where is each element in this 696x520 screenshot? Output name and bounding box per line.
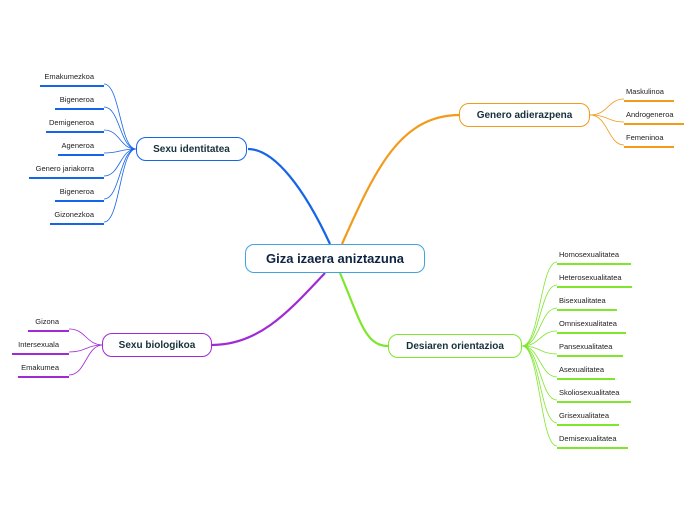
subtopic-heterosexualitatea[interactable]: Heterosexualitatea — [557, 273, 632, 288]
twig-homosexualitatea — [521, 261, 558, 347]
twig-omnisexualitatea — [521, 330, 558, 347]
subtopic-androgeneroa[interactable]: Androgeneroa — [624, 110, 684, 125]
twig-bisexualitatea — [521, 307, 558, 347]
connectors-sexu-biologikoa — [68, 272, 326, 376]
topic-label: Sexu biologikoa — [118, 339, 196, 351]
trunk-sexu-identitatea — [247, 147, 331, 245]
topic-label: Sexu identitatea — [153, 143, 230, 155]
twig-grisexualitatea — [521, 345, 558, 424]
connectors-desiaren-orientazioa — [338, 261, 558, 447]
central-topic-label: Giza izaera aniztazuna — [266, 251, 404, 266]
twig-demisexualitatea — [521, 345, 558, 447]
topic-sexu-identitatea[interactable]: Sexu identitatea — [136, 137, 247, 161]
subtopic-demigeneroa[interactable]: Demigeneroa — [46, 118, 104, 133]
central-topic[interactable]: Giza izaera aniztazuna — [245, 244, 425, 273]
twig-maskulinoa — [589, 98, 625, 116]
subtopic-skoliosexualitatea[interactable]: Skoliosexualitatea — [557, 388, 631, 403]
twig-skoliosexualitatea — [521, 345, 558, 401]
twig-demigeneroa — [103, 129, 137, 150]
subtopic-bigeneroa[interactable]: Bigeneroa — [55, 187, 104, 202]
subtopic-gizona[interactable]: Gizona — [28, 317, 69, 332]
topic-label: Genero adierazpena — [476, 109, 573, 121]
subtopic-homosexualitatea[interactable]: Homosexualitatea — [557, 250, 631, 265]
trunk-desiaren-orientazioa — [338, 272, 389, 348]
subtopic-genero-jariakorra[interactable]: Genero jariakorra — [29, 164, 104, 179]
subtopic-asexualitatea[interactable]: Asexualitatea — [557, 365, 615, 380]
topic-label: Desiaren orientazioa — [406, 340, 504, 352]
trunk-genero-adierazpena — [340, 113, 461, 245]
twig-femeninoa — [589, 114, 625, 146]
connectors-genero-adierazpena — [340, 98, 625, 245]
twig-bigeneroa-2 — [103, 148, 137, 200]
twig-gizonezkoa — [103, 148, 137, 223]
twig-gizona — [68, 328, 104, 346]
trunk-sexu-biologikoa — [211, 272, 326, 347]
topic-genero-adierazpena[interactable]: Genero adierazpena — [459, 103, 590, 127]
subtopic-grisexualitatea[interactable]: Grisexualitatea — [557, 411, 619, 426]
topic-desiaren-orientazioa[interactable]: Desiaren orientazioa — [388, 334, 522, 358]
subtopic-demisexualitatea[interactable]: Demisexualitatea — [557, 434, 628, 449]
twig-emakumezkoa — [103, 83, 137, 150]
subtopic-emakumezkoa[interactable]: Emakumezkoa — [40, 72, 104, 87]
connectors-sexu-identitatea — [103, 83, 331, 245]
subtopic-bigeneroa[interactable]: Bigeneroa — [55, 95, 104, 110]
subtopic-maskulinoa[interactable]: Maskulinoa — [624, 87, 674, 102]
subtopic-bisexualitatea[interactable]: Bisexualitatea — [557, 296, 617, 311]
subtopic-pansexualitatea[interactable]: Pansexualitatea — [557, 342, 623, 357]
twig-emakumea — [68, 344, 104, 376]
topic-sexu-biologikoa[interactable]: Sexu biologikoa — [102, 333, 212, 357]
twig-bigeneroa-1 — [103, 106, 137, 150]
subtopic-intersexuala[interactable]: Intersexuala — [12, 340, 69, 355]
subtopic-gizonezkoa[interactable]: Gizonezkoa — [50, 210, 104, 225]
subtopic-omnisexualitatea[interactable]: Omnisexualitatea — [557, 319, 626, 334]
subtopic-femeninoa[interactable]: Femeninoa — [624, 133, 674, 148]
subtopic-ageneroa[interactable]: Ageneroa — [58, 141, 104, 156]
subtopic-emakumea[interactable]: Emakumea — [18, 363, 69, 378]
twig-heterosexualitatea — [521, 284, 558, 347]
